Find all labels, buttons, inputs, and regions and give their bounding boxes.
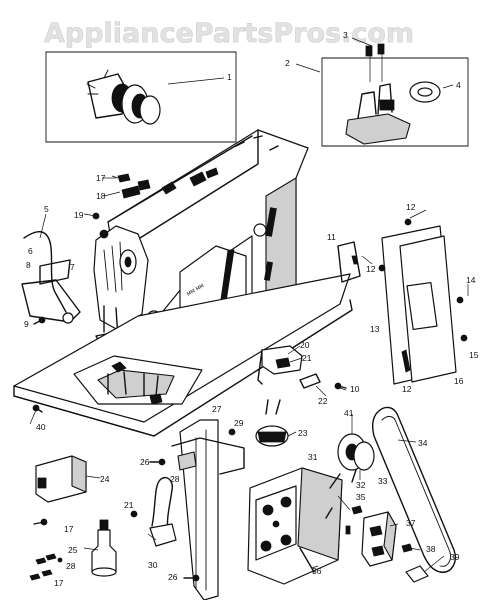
callout-37: 37 xyxy=(406,518,416,528)
callout-23: 23 xyxy=(298,428,308,438)
callout-36: 36 xyxy=(312,566,322,576)
callout-3: 3 xyxy=(343,30,348,40)
motor xyxy=(247,467,343,585)
callout-4: 4 xyxy=(456,80,461,90)
callout-2: 2 xyxy=(285,58,290,68)
left-lever-parts xyxy=(21,213,81,325)
callout-39: 39 xyxy=(450,552,460,562)
callout-12b: 12 xyxy=(366,264,376,274)
callout-27: 27 xyxy=(212,404,222,414)
callout-10: 10 xyxy=(350,384,360,394)
callout-21a: 21 xyxy=(302,353,312,363)
callout-26a: 26 xyxy=(140,457,150,467)
callout-29: 29 xyxy=(234,418,244,428)
callout-24: 24 xyxy=(100,474,110,484)
callout-19: 19 xyxy=(74,210,84,220)
oil-bottle xyxy=(91,519,117,577)
callout-25: 25 xyxy=(68,545,78,555)
bottom-left-screws xyxy=(29,553,63,581)
motor-brush-parts xyxy=(345,505,429,583)
callout-5: 5 xyxy=(44,204,49,214)
switch-box xyxy=(33,455,87,526)
callout-17b: 17 xyxy=(64,524,74,534)
drive-belt xyxy=(371,406,456,573)
callout-17a: 17 xyxy=(96,173,106,183)
watermark-text: AppliancePartsPros.com xyxy=(44,18,414,49)
callout-22: 22 xyxy=(318,396,328,406)
center-bracket-parts xyxy=(257,345,347,390)
callout-35: 35 xyxy=(356,492,366,502)
motor-pulley xyxy=(329,433,375,489)
callout-13: 13 xyxy=(370,324,380,334)
callout-14: 14 xyxy=(466,275,476,285)
callout-8: 8 xyxy=(26,260,31,270)
leader-lines xyxy=(29,63,445,573)
callout-31: 31 xyxy=(308,452,318,462)
callout-41: 41 xyxy=(344,408,354,418)
callout-28b: 28 xyxy=(66,561,76,571)
callout-1: 1 xyxy=(227,72,232,82)
callout-18: 18 xyxy=(96,191,106,201)
callout-30: 30 xyxy=(148,560,158,570)
side-cover-plate xyxy=(337,209,469,385)
callout-17c: 17 xyxy=(54,578,64,588)
machine-bed xyxy=(13,273,353,437)
callout-16: 16 xyxy=(454,376,464,386)
callout-20: 20 xyxy=(300,340,310,350)
light-bracket-assembly xyxy=(149,419,245,600)
callout-32: 32 xyxy=(356,480,366,490)
callout-38: 38 xyxy=(426,544,436,554)
callout-33: 33 xyxy=(378,476,388,486)
inset-box-bobbin-winder xyxy=(45,51,237,143)
callout-40: 40 xyxy=(36,422,46,432)
callout-34: 34 xyxy=(418,438,428,448)
callout-15: 15 xyxy=(469,350,479,360)
callout-numbers: 1 2 3 4 5 6 7 8 9 10 11 12 12 12 13 14 1… xyxy=(24,30,479,588)
callout-21b: 21 xyxy=(124,500,134,510)
cord-clip xyxy=(130,476,177,547)
callout-6: 6 xyxy=(28,246,33,256)
callout-28a: 28 xyxy=(170,474,180,484)
callout-12a: 12 xyxy=(406,202,416,212)
callout-12c: 12 xyxy=(402,384,412,394)
callout-26b: 26 xyxy=(168,572,178,582)
inset-box-take-up xyxy=(321,37,469,147)
callout-9: 9 xyxy=(24,319,29,329)
machine-head: MM MM xyxy=(91,129,309,353)
light-socket xyxy=(255,399,289,447)
callout-7: 7 xyxy=(70,262,75,272)
callout-11: 11 xyxy=(327,232,336,242)
